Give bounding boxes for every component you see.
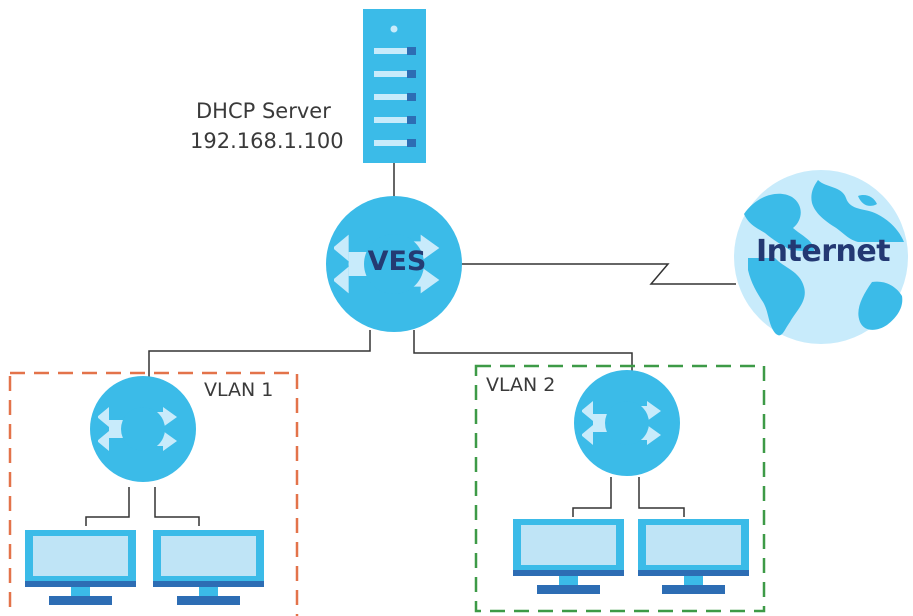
vlan1-switch-to-pc1-link — [85, 487, 130, 526]
vlan1-label: VLAN 1 — [204, 379, 274, 401]
core-to-vlan2-link — [413, 330, 633, 376]
core-to-internet-link — [460, 263, 736, 285]
server-ip-label: 192.168.1.100 — [190, 129, 344, 153]
vlan2-boundary — [474, 364, 766, 613]
monitor-icon — [153, 530, 264, 605]
monitor-icon — [638, 519, 749, 594]
vlan2-label: VLAN 2 — [486, 374, 556, 396]
vlan2-switch-to-pc1-link — [572, 477, 612, 517]
internet-globe — [734, 170, 908, 344]
server-rack-icon — [363, 9, 426, 163]
internet-label: Internet — [756, 234, 891, 269]
connection-lines — [85, 163, 736, 526]
dhcp-server — [363, 9, 426, 163]
monitor-icon — [25, 530, 136, 605]
server-name-label: DHCP Server — [196, 99, 331, 123]
vlan2-switch-to-pc2-link — [638, 477, 685, 517]
vlan1-switch — [90, 376, 196, 482]
monitor-icon — [513, 519, 624, 594]
vlan1-boundary — [8, 371, 299, 616]
core-switch — [326, 196, 462, 332]
core-to-vlan1-link — [148, 330, 371, 384]
globe-continents — [744, 180, 904, 336]
vlan1-switch-to-pc2-link — [154, 487, 200, 526]
core-switch-label: VES — [367, 246, 427, 277]
vlan2-switch — [574, 370, 680, 476]
